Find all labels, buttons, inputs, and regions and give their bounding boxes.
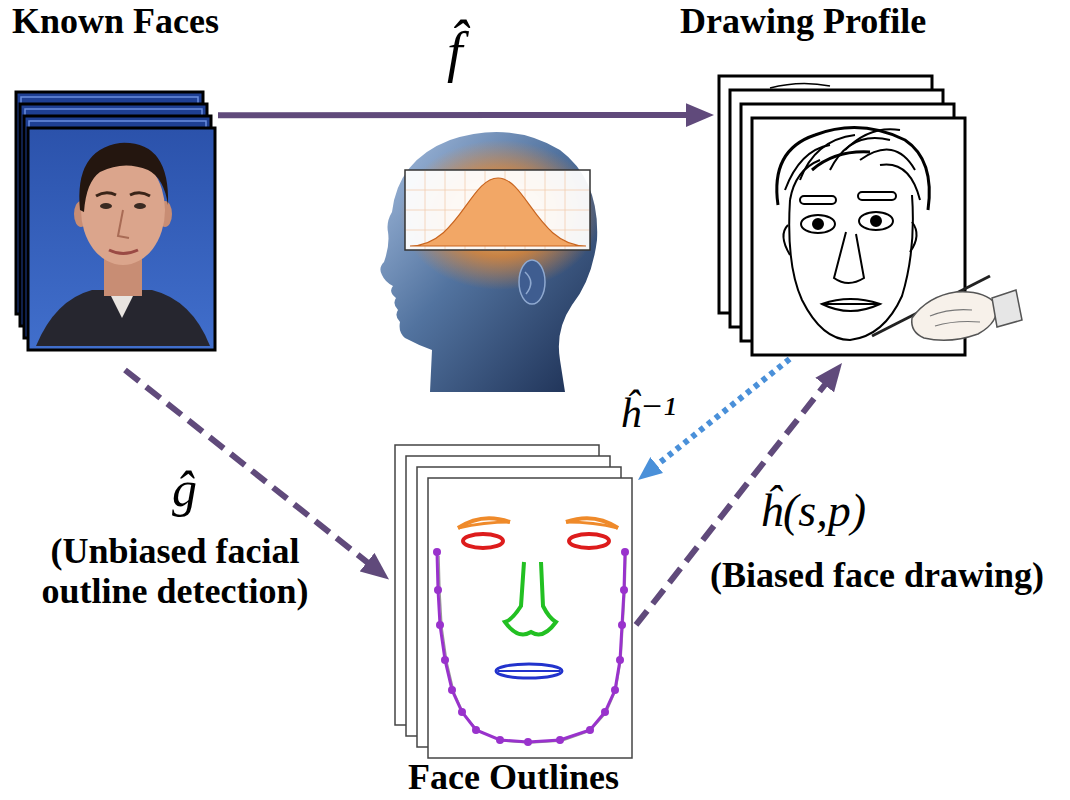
landmark-outline bbox=[439, 556, 626, 743]
face-photo bbox=[134, 203, 146, 209]
photo-stack-cards bbox=[28, 128, 215, 350]
flow-arrow bbox=[647, 359, 789, 473]
head-illustration bbox=[400, 140, 600, 290]
head-illustration bbox=[400, 140, 600, 290]
landmark-outline bbox=[458, 708, 466, 716]
landmark-outline bbox=[524, 738, 532, 746]
photo-stack-cards bbox=[16, 92, 215, 350]
landmark-outline bbox=[618, 621, 626, 629]
function-label: f̂ bbox=[447, 22, 463, 84]
landmark-outline bbox=[621, 548, 629, 556]
landmark-outline bbox=[463, 534, 503, 548]
drawing-hand bbox=[992, 290, 1022, 327]
face-sketch bbox=[800, 135, 855, 180]
photo-stack: Known Faces bbox=[15, 92, 215, 350]
landmark-outline bbox=[616, 656, 624, 664]
bell-curve-chart bbox=[406, 171, 589, 249]
face-photo bbox=[96, 193, 116, 196]
landmark-outline bbox=[472, 726, 480, 734]
head-illustration bbox=[525, 272, 531, 294]
face-sketch bbox=[777, 128, 930, 340]
drawing-stack-cards bbox=[770, 83, 830, 88]
landmark-outline bbox=[496, 736, 504, 744]
face-sketch bbox=[910, 222, 917, 252]
outline-stack: Face Outlines bbox=[395, 445, 632, 758]
face-sketch bbox=[824, 303, 878, 305]
face-sketch bbox=[813, 219, 823, 229]
landmark-outline bbox=[441, 656, 449, 664]
stack-caption: Face Outlines bbox=[408, 758, 619, 798]
head-illustration bbox=[519, 260, 545, 304]
face-sketch bbox=[845, 129, 900, 150]
face-sketch bbox=[834, 232, 864, 283]
face-sketch bbox=[871, 216, 881, 226]
landmark-outline bbox=[458, 522, 510, 528]
face-sketch bbox=[880, 164, 920, 200]
landmark-outline bbox=[601, 708, 609, 716]
function-label: ĥ(s,p) bbox=[760, 486, 866, 537]
face-sketch bbox=[801, 215, 835, 233]
bell-curve-chart bbox=[405, 170, 590, 250]
landmark-outline bbox=[620, 586, 628, 594]
flow-arrow bbox=[125, 370, 378, 571]
face-sketch bbox=[822, 299, 880, 311]
face-sketch bbox=[812, 152, 870, 170]
landmark-outline bbox=[437, 552, 625, 742]
landmark-outline bbox=[436, 621, 444, 629]
face-photo bbox=[100, 203, 112, 209]
stack-heading: Known Faces bbox=[12, 2, 219, 42]
face-photo bbox=[36, 290, 210, 346]
face-sketch bbox=[859, 212, 893, 230]
bell-curve-chart bbox=[410, 178, 586, 246]
landmark-outline bbox=[433, 548, 629, 746]
drawing-hand bbox=[912, 292, 997, 341]
landmark-outline bbox=[566, 522, 618, 528]
landmark-outline bbox=[434, 586, 442, 594]
face-sketch bbox=[777, 128, 930, 210]
description-label: (Biased face drawing) bbox=[710, 556, 1044, 596]
landmark-outline bbox=[569, 534, 609, 548]
drawing-stack: Drawing Profile bbox=[718, 75, 965, 355]
landmark-outline bbox=[433, 548, 441, 556]
flow-arrow bbox=[218, 112, 700, 118]
landmark-outline bbox=[448, 686, 456, 694]
face-sketch bbox=[800, 196, 836, 204]
landmark-outline bbox=[556, 736, 564, 744]
function-label: ĥ⁻¹ bbox=[620, 390, 676, 436]
landmark-outline bbox=[433, 518, 629, 746]
landmark-outline bbox=[611, 686, 619, 694]
landmark-outline bbox=[496, 664, 562, 678]
face-photo bbox=[79, 143, 168, 212]
face-photo bbox=[118, 210, 129, 238]
landmark-outline bbox=[458, 518, 510, 528]
description-label: (Unbiased facial outline detection) bbox=[15, 532, 335, 611]
landmark-outline bbox=[566, 518, 618, 528]
face-photo bbox=[130, 193, 150, 196]
landmark-outline bbox=[505, 562, 556, 634]
stack-heading: Drawing Profile bbox=[680, 2, 926, 42]
drawing-hand bbox=[930, 310, 972, 316]
landmark-outline bbox=[498, 670, 560, 672]
outline-stack-cards bbox=[395, 445, 632, 758]
face-photo bbox=[36, 143, 210, 346]
bell-curve-chart bbox=[405, 170, 590, 250]
drawing-hand bbox=[872, 276, 1022, 340]
flow-arrow bbox=[636, 374, 833, 625]
landmark-outline bbox=[586, 726, 594, 734]
face-sketch bbox=[789, 195, 913, 340]
face-sketch bbox=[858, 192, 896, 200]
face-sketch bbox=[783, 225, 790, 255]
head-illustration bbox=[380, 132, 600, 392]
drawing-hand bbox=[935, 322, 980, 327]
outline-stack-cards bbox=[428, 478, 632, 758]
face-photo bbox=[109, 250, 138, 254]
function-label: ĝ bbox=[172, 462, 197, 517]
